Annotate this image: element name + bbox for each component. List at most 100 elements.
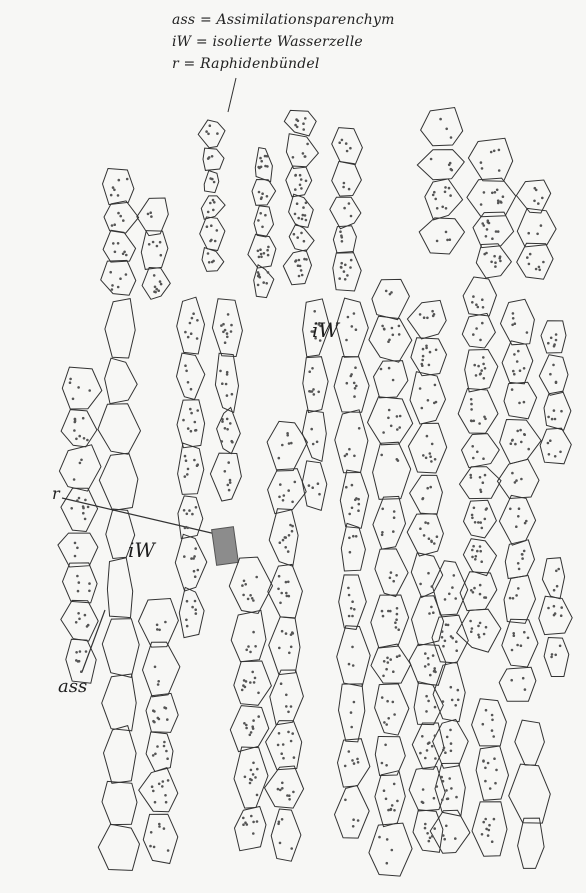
chloroplast	[491, 729, 494, 732]
chloroplast	[445, 207, 448, 210]
label-iw-upper: iW	[312, 318, 339, 342]
chloroplast	[212, 209, 215, 212]
chloroplast	[392, 379, 395, 382]
cell	[544, 391, 571, 430]
chloroplast	[278, 575, 281, 578]
chloroplast	[444, 186, 447, 189]
cell	[286, 134, 318, 169]
cell	[283, 250, 311, 285]
chloroplast	[430, 606, 433, 609]
chloroplast	[305, 202, 308, 205]
chloroplast	[436, 207, 439, 210]
chloroplast	[473, 587, 476, 590]
chloroplast	[477, 365, 480, 368]
chloroplast	[226, 418, 229, 421]
cell	[178, 496, 203, 539]
chloroplast	[301, 274, 304, 277]
cell	[139, 599, 179, 648]
chloroplast	[340, 234, 343, 237]
chloroplast	[288, 652, 291, 655]
label-ass: ass	[58, 676, 87, 697]
chloroplast	[209, 177, 212, 180]
chloroplast	[184, 527, 187, 530]
chloroplast	[184, 331, 187, 334]
cell	[200, 217, 225, 251]
chloroplast	[72, 398, 75, 401]
chloroplast	[286, 434, 289, 437]
chloroplast	[193, 570, 196, 573]
cell	[539, 355, 568, 396]
chloroplast	[348, 663, 351, 666]
chloroplast	[153, 274, 156, 277]
chloroplast	[209, 202, 212, 205]
cell	[473, 212, 514, 248]
cell	[254, 265, 274, 298]
chloroplast	[419, 387, 422, 390]
chloroplast	[560, 606, 563, 609]
chloroplast	[154, 666, 157, 669]
cell	[103, 169, 134, 205]
chloroplast	[389, 658, 392, 661]
chloroplast	[449, 729, 452, 732]
chloroplast	[294, 260, 297, 263]
chloroplast	[479, 373, 482, 376]
chloroplast	[450, 136, 453, 139]
chloroplast	[431, 835, 434, 838]
chloroplast	[313, 310, 316, 313]
chloroplast	[252, 719, 255, 722]
cell	[518, 818, 545, 868]
cell	[204, 171, 219, 193]
chloroplast	[338, 141, 341, 144]
chloroplast	[482, 821, 485, 824]
chloroplast	[287, 489, 290, 492]
chloroplast	[353, 312, 356, 315]
cell	[371, 644, 411, 683]
chloroplast	[423, 316, 426, 319]
chloroplast	[513, 373, 516, 376]
chloroplast	[303, 258, 306, 261]
chloroplast	[448, 164, 451, 167]
chloroplast	[294, 213, 297, 216]
chloroplast	[425, 710, 428, 713]
chloroplast	[78, 581, 81, 584]
chloroplast	[481, 833, 484, 836]
chloroplast	[555, 339, 558, 342]
chloroplast	[390, 425, 393, 428]
chloroplast	[220, 324, 223, 327]
chloroplast	[281, 630, 284, 633]
chloroplast	[555, 333, 558, 336]
chloroplast	[300, 187, 303, 190]
chloroplast	[163, 827, 166, 830]
chloroplast	[187, 468, 190, 471]
chloroplast	[195, 429, 198, 432]
chloroplast	[527, 637, 530, 640]
chloroplast	[494, 265, 497, 268]
chloroplast	[226, 428, 229, 431]
chloroplast	[245, 649, 248, 652]
chloroplast	[536, 233, 539, 236]
chloroplast	[473, 507, 476, 510]
chloroplast	[207, 211, 210, 214]
chloroplast	[246, 823, 249, 826]
chloroplast	[494, 782, 497, 785]
chloroplast	[292, 156, 295, 159]
chloroplast	[228, 489, 231, 492]
chloroplast	[117, 194, 120, 197]
cell	[255, 148, 272, 182]
chloroplast	[421, 498, 424, 501]
chloroplast	[355, 328, 358, 331]
chloroplast	[190, 332, 193, 335]
chloroplast	[346, 150, 349, 153]
chloroplast	[154, 801, 157, 804]
chloroplast	[186, 600, 189, 603]
chloroplast	[547, 416, 550, 419]
chloroplast	[521, 557, 524, 560]
chloroplast	[396, 800, 399, 803]
cell	[468, 138, 512, 181]
chloroplast	[382, 615, 385, 618]
chloroplast	[441, 636, 444, 639]
chloroplast	[393, 783, 396, 786]
chloroplast	[191, 606, 194, 609]
chloroplast	[184, 475, 187, 478]
